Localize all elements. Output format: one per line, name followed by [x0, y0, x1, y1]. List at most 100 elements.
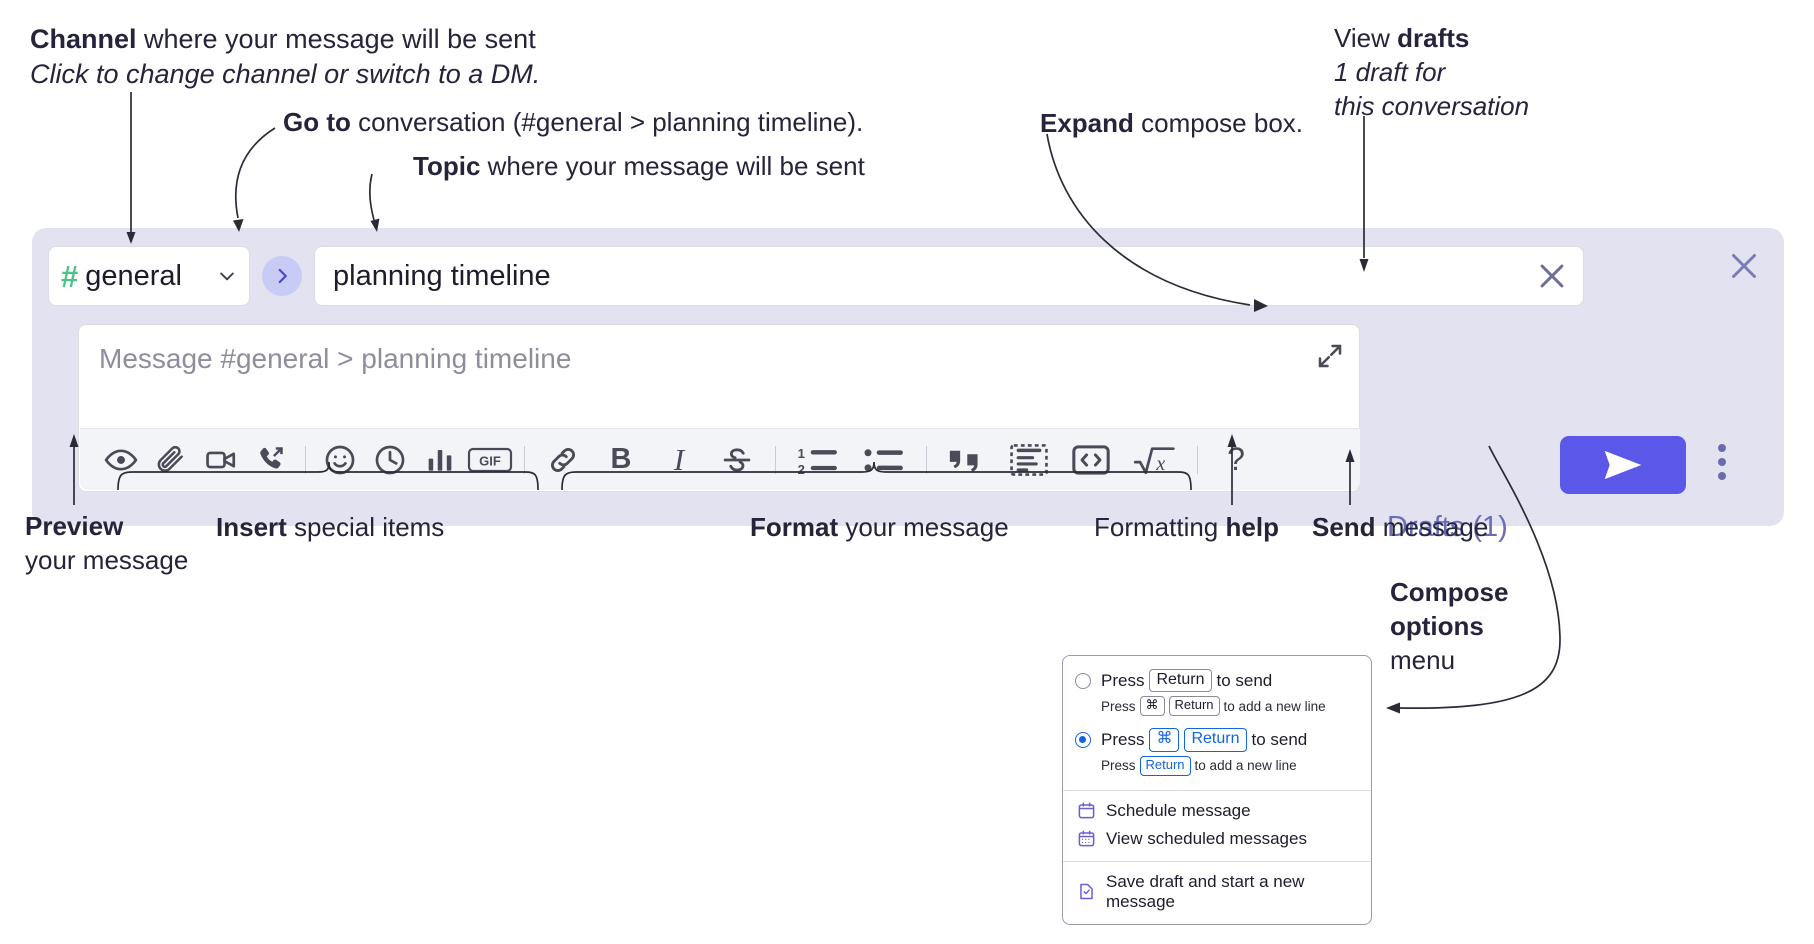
- channel-name: general: [85, 259, 182, 292]
- option2-sub-post: to add a new line: [1194, 758, 1297, 774]
- annotation-send-strong: Send: [1312, 512, 1376, 542]
- gif-icon[interactable]: GIF: [465, 438, 515, 482]
- annotation-insert: Insert special items: [216, 511, 546, 545]
- topic-value: planning timeline: [333, 259, 551, 292]
- emoji-icon[interactable]: [315, 438, 365, 482]
- annotation-preview-strong: Preview: [25, 511, 124, 541]
- svg-text:2: 2: [798, 461, 805, 475]
- strikethrough-icon[interactable]: [708, 438, 766, 482]
- annotation-channel: Channel where your message will be sent …: [30, 22, 650, 92]
- option1-sub-key2: Return: [1168, 696, 1220, 717]
- channel-select[interactable]: # general: [48, 246, 250, 306]
- annotation-channel-strong: Channel: [30, 24, 137, 54]
- svg-text:x: x: [1155, 452, 1165, 474]
- annotation-format: Format your message: [750, 511, 1090, 545]
- preview-icon[interactable]: [96, 438, 146, 482]
- code-block-icon[interactable]: [998, 438, 1060, 482]
- option2-key1: ⌘: [1149, 728, 1180, 752]
- option2-subtext: Press Return to add a new line: [1063, 752, 1371, 782]
- inline-code-icon[interactable]: [1060, 438, 1122, 482]
- close-compose-icon[interactable]: [1726, 248, 1762, 284]
- annotation-insert-rest: special items: [286, 512, 445, 542]
- bulleted-list-icon[interactable]: [851, 438, 917, 482]
- annotation-format-strong: Format: [750, 512, 839, 542]
- clock-icon[interactable]: [365, 438, 415, 482]
- annotation-preview: Preview your message: [25, 510, 225, 578]
- menu-divider: [1063, 860, 1371, 862]
- option1-key: Return: [1149, 669, 1212, 693]
- annotation-help-pre: Formatting: [1094, 512, 1226, 542]
- audio-huddle-icon[interactable]: [246, 438, 296, 482]
- compose-header-row: # general planning timeline: [48, 246, 1584, 306]
- kebab-dot: [1718, 458, 1726, 466]
- option2-pre: Press: [1101, 730, 1145, 750]
- annotation-help: Formatting help: [1094, 511, 1344, 545]
- option1-sub-key1: ⌘: [1139, 696, 1165, 717]
- radio-unselected-icon[interactable]: [1075, 672, 1091, 689]
- svg-text:1: 1: [798, 445, 805, 460]
- go-to-conversation-button[interactable]: [262, 256, 302, 296]
- annotation-preview-rest: your message: [25, 544, 189, 575]
- annotation-drafts-italic1: 1 draft for: [1334, 56, 1446, 87]
- send-icon: [1604, 450, 1642, 480]
- option1-sub-pre: Press: [1101, 698, 1136, 714]
- menu-item-view-scheduled-messages[interactable]: View scheduled messages: [1063, 825, 1371, 853]
- annotation-insert-strong: Insert: [216, 512, 287, 542]
- save-draft-icon: [1080, 883, 1093, 900]
- option1-sub-post: to add a new line: [1223, 698, 1326, 714]
- italic-icon[interactable]: I: [673, 441, 685, 477]
- help-icon[interactable]: ?: [1227, 441, 1245, 477]
- send-button[interactable]: [1560, 436, 1686, 494]
- option1-pre: Press: [1101, 670, 1145, 690]
- annotation-drafts: View drafts 1 draft for this conversatio…: [1334, 22, 1804, 123]
- compose-options-button[interactable]: [1718, 444, 1726, 486]
- toolbar-divider: [926, 445, 927, 474]
- annotation-expand: Expand compose box.: [1040, 107, 1460, 141]
- menu-option-cmd-return-to-send[interactable]: Press ⌘ Return to send: [1063, 722, 1371, 752]
- option2-key2: Return: [1184, 728, 1247, 752]
- topic-input[interactable]: planning timeline: [314, 246, 1584, 306]
- option2-sub-key: Return: [1139, 755, 1191, 776]
- menu-divider: [1063, 789, 1371, 791]
- menu-option-return-to-send[interactable]: Press Return to send: [1063, 666, 1371, 693]
- annotation-topic-strong: Topic: [413, 151, 481, 181]
- message-placeholder: Message #general > planning timeline: [99, 343, 572, 374]
- video-icon[interactable]: [196, 438, 246, 482]
- annotation-co-strong2: options: [1390, 610, 1484, 641]
- compose-box: # general planning timeline Message #gen…: [32, 228, 1784, 543]
- radio-selected-icon[interactable]: [1075, 732, 1091, 749]
- toolbar-divider: [1197, 445, 1198, 474]
- annotation-drafts-pre: View: [1334, 23, 1398, 53]
- leader-topic: [368, 173, 375, 221]
- option2-sub-pre: Press: [1101, 758, 1136, 774]
- kebab-dot: [1718, 472, 1726, 480]
- message-input-area[interactable]: Message #general > planning timeline: [78, 324, 1360, 492]
- annotation-expand-strong: Expand: [1040, 108, 1134, 138]
- latex-icon[interactable]: x: [1122, 438, 1188, 482]
- menu-item-save-draft[interactable]: Save draft and start a new message: [1063, 868, 1371, 916]
- menu-item-schedule-message[interactable]: Schedule message: [1063, 797, 1371, 825]
- expand-icon[interactable]: [1315, 341, 1345, 371]
- option1-post: to send: [1216, 670, 1273, 690]
- menu-item-label: View scheduled messages: [1106, 828, 1307, 848]
- option2-post: to send: [1251, 730, 1308, 750]
- attachment-icon[interactable]: [146, 438, 196, 482]
- leader-goto: [234, 127, 276, 219]
- link-icon[interactable]: [534, 438, 592, 482]
- chevron-down-icon: [220, 272, 234, 281]
- poll-icon[interactable]: [415, 438, 465, 482]
- annotation-topic-rest: where your message will be sent: [480, 151, 865, 181]
- toolbar-divider: [775, 445, 776, 474]
- bold-icon[interactable]: B: [610, 443, 632, 475]
- blockquote-icon[interactable]: [936, 438, 998, 482]
- annotation-goto-strong: Go to: [283, 107, 351, 137]
- compose-options-menu: Press Return to send Press ⌘ Return to a…: [1062, 655, 1372, 925]
- annotation-send-rest: message: [1375, 512, 1489, 542]
- annotation-topic: Topic where your message will be sent: [413, 150, 1033, 184]
- kebab-dot: [1718, 444, 1726, 452]
- menu-item-label: Save draft and start a new message: [1106, 871, 1305, 911]
- annotation-compose-options: Compose options menu: [1390, 576, 1650, 677]
- close-icon[interactable]: [1535, 259, 1569, 293]
- annotation-help-strong: help: [1225, 512, 1279, 542]
